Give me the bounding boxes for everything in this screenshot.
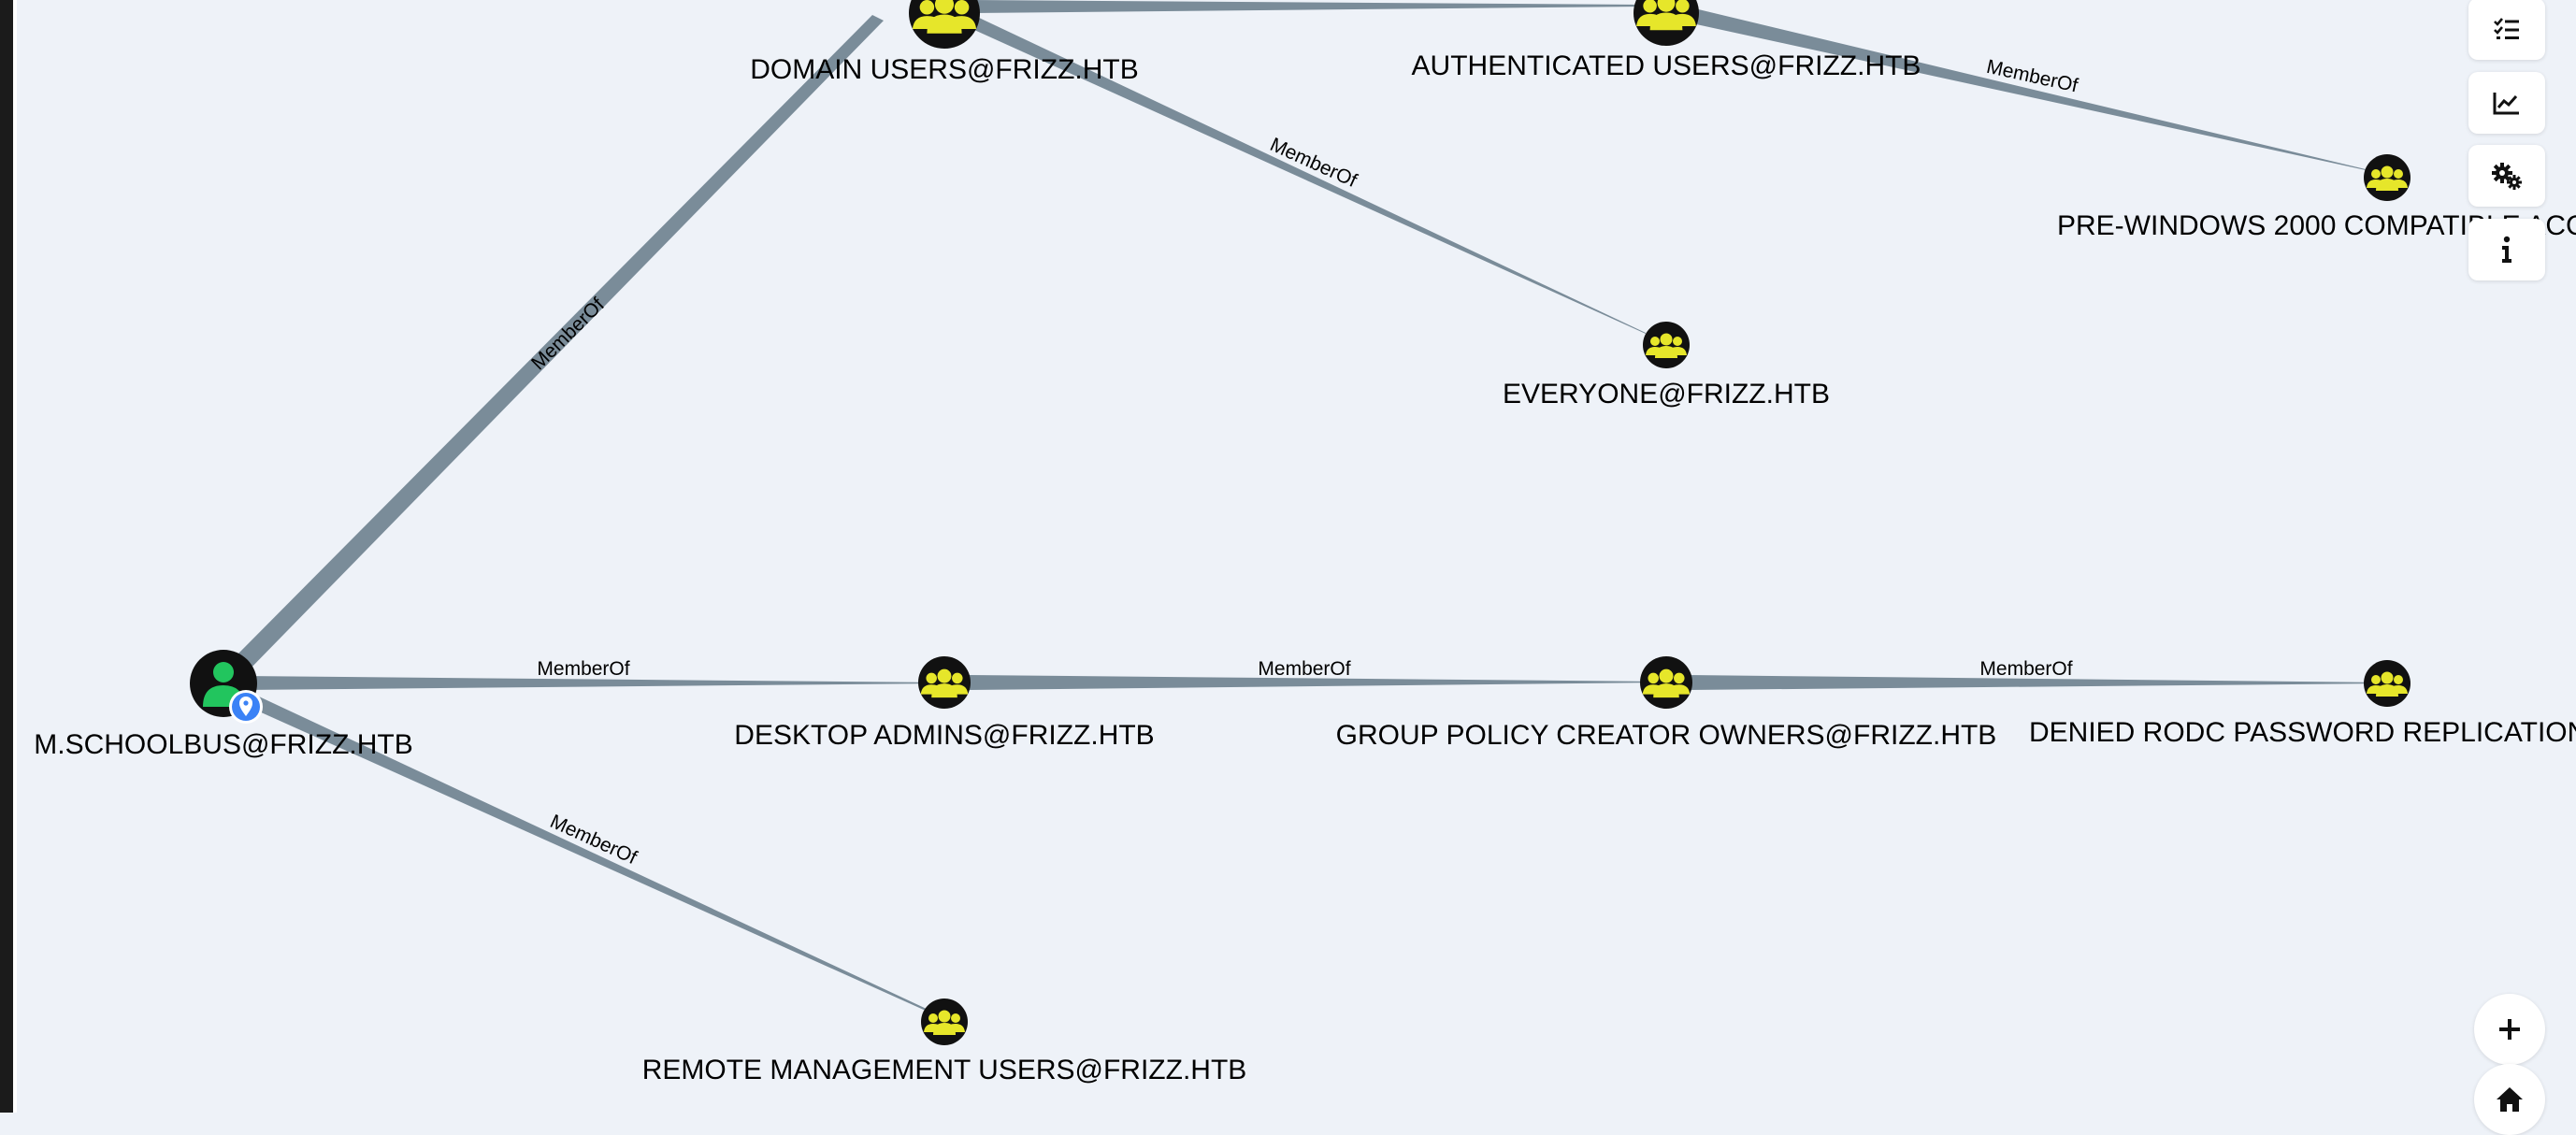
- edge-domain-users-authenticated[interactable]: [972, 0, 1646, 13]
- node-label: AUTHENTICATED USERS@FRIZZ.HTB: [1412, 50, 1921, 81]
- node-label: REMOTE MANAGEMENT USERS@FRIZZ.HTB: [642, 1055, 1247, 1085]
- edge-label-gpo-denied-rodc: MemberOf: [1979, 658, 2072, 680]
- node-desktop-admins[interactable]: DESKTOP ADMINS@FRIZZ.HTB: [734, 656, 1155, 751]
- settings-button[interactable]: [2468, 145, 2545, 207]
- node-domain-users[interactable]: DOMAIN USERS@FRIZZ.HTB: [750, 0, 1139, 85]
- info-icon: [2502, 236, 2511, 263]
- edge-m-schoolbus-domain-users[interactable]: [230, 15, 884, 674]
- node-remote-mgmt-users[interactable]: REMOTE MANAGEMENT USERS@FRIZZ.HTB: [642, 999, 1247, 1085]
- home-button[interactable]: [2474, 1064, 2545, 1135]
- list-icon: [2494, 18, 2519, 39]
- node-label: DENIED RODC PASSWORD REPLICATION GROUP: [2029, 717, 2576, 748]
- node-label: M.SCHOOLBUS@FRIZZ.HTB: [34, 729, 412, 760]
- edge-desktop-admins-gpo[interactable]: [968, 675, 1664, 690]
- edge-domain-users-everyone[interactable]: [974, 17, 1646, 334]
- zoom-in-icon: [2499, 1019, 2520, 1040]
- edge-label-m-schoolbus-domain-users: MemberOf: [527, 294, 609, 374]
- home-icon: [2497, 1087, 2523, 1112]
- list-toggle-button[interactable]: [2468, 0, 2545, 60]
- user-icon: [203, 662, 244, 707]
- node-denied-rodc[interactable]: DENIED RODC PASSWORD REPLICATION GROUP: [2029, 660, 2576, 748]
- chart-button[interactable]: [2468, 72, 2545, 134]
- window-frame-highlight: [13, 0, 17, 1113]
- edges-layer: [230, 0, 2389, 1019]
- edge-label-m-schoolbus-desktop-admins: MemberOf: [537, 658, 629, 680]
- gears-icon: [2492, 163, 2522, 190]
- chart-icon: [2493, 93, 2519, 115]
- edge-m-schoolbus-remote-mgmt[interactable]: [240, 690, 944, 1019]
- node-label: DOMAIN USERS@FRIZZ.HTB: [750, 54, 1138, 85]
- zoom-in-button[interactable]: [2474, 994, 2545, 1065]
- node-label: EVERYONE@FRIZZ.HTB: [1503, 379, 1830, 409]
- node-gpo-creator-owners[interactable]: GROUP POLICY CREATOR OWNERS@FRIZZ.HTB: [1336, 656, 1997, 751]
- info-button[interactable]: [2468, 219, 2545, 280]
- group-icon: [1636, 0, 1696, 31]
- node-m-schoolbus[interactable]: M.SCHOOLBUS@FRIZZ.HTB: [34, 650, 413, 760]
- starting-node-pin-icon: [229, 690, 263, 724]
- node-authenticated-users[interactable]: AUTHENTICATED USERS@FRIZZ.HTB: [1412, 0, 1921, 81]
- edge-label-desktop-admins-gpo: MemberOf: [1258, 658, 1350, 680]
- edge-authenticated-pre-windows[interactable]: [1688, 7, 2366, 170]
- group-icon: [912, 0, 977, 34]
- node-label: DESKTOP ADMINS@FRIZZ.HTB: [734, 720, 1154, 751]
- edge-m-schoolbus-desktop-admins[interactable]: [241, 676, 944, 690]
- node-everyone[interactable]: EVERYONE@FRIZZ.HTB: [1503, 322, 1830, 409]
- node-label: GROUP POLICY CREATOR OWNERS@FRIZZ.HTB: [1336, 720, 1997, 751]
- edge-gpo-denied-rodc[interactable]: [1688, 675, 2389, 690]
